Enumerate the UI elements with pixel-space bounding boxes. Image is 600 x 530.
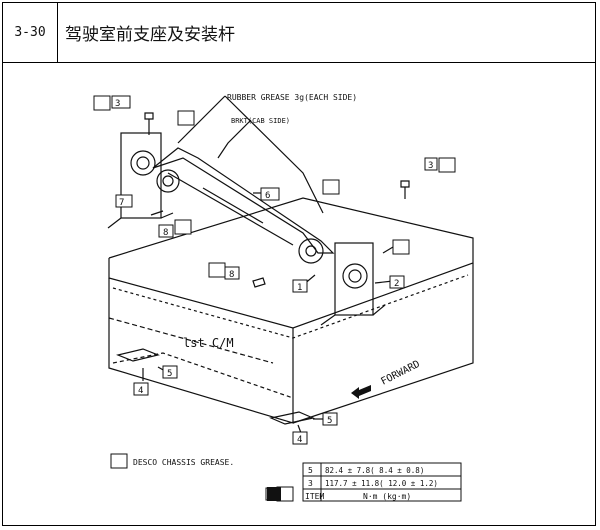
part-number-3: 3 bbox=[428, 161, 433, 171]
forward-label: FORWARD bbox=[379, 359, 422, 388]
part-number-4a: 4 bbox=[138, 386, 143, 396]
part-number-2: 2 bbox=[394, 279, 399, 289]
torque-row-2-value: 117.7 ± 11.8( 12.0 ± 1.2) bbox=[325, 479, 438, 488]
bolt-center bbox=[252, 277, 266, 288]
page-frame: 3-30 驾驶室前支座及安装杆 bbox=[2, 2, 596, 526]
torque-row-2-item: 3 bbox=[308, 479, 313, 488]
rubber-grease-callout: RUBBER GREASE 3g(EACH SIDE) bbox=[227, 93, 357, 102]
bolt-top-right bbox=[400, 180, 410, 199]
torque-row-1-value: 82.4 ± 7.8( 8.4 ± 0.8) bbox=[325, 466, 424, 475]
right-mount-bracket bbox=[334, 242, 374, 316]
cross-member-front bbox=[108, 278, 294, 424]
left-rubber-bushing bbox=[130, 150, 156, 176]
cross-member-label: lst C/M bbox=[183, 336, 234, 350]
forward-arrow bbox=[351, 385, 371, 399]
part-number-8a: 8 bbox=[229, 270, 234, 280]
right-rubber-bushing bbox=[342, 263, 368, 289]
bolt-top-left bbox=[144, 112, 154, 135]
section-title: 驾驶室前支座及安装杆 bbox=[65, 25, 235, 45]
part-number-3b: 3 bbox=[115, 99, 120, 109]
torque-table: 5 82.4 ± 7.8( 8.4 ± 0.8) 3 117.7 ± 11.8(… bbox=[267, 462, 462, 502]
torque-header: ITEM bbox=[305, 492, 324, 501]
grease-legend: DESCO CHASSIS GREASE. bbox=[133, 458, 234, 467]
section-header: 3-30 驾驶室前支座及安装杆 bbox=[3, 3, 595, 63]
torque-row-1-item: 5 bbox=[308, 466, 313, 475]
part-number-1: 1 bbox=[297, 283, 302, 293]
part-number-5a: 5 bbox=[167, 369, 172, 379]
part-number-8b: 8 bbox=[163, 228, 168, 238]
part-number-7: 7 bbox=[119, 198, 124, 208]
part-number-5b: 5 bbox=[327, 416, 332, 426]
cross-member-side bbox=[292, 263, 474, 424]
stabilizer-bar bbox=[152, 147, 335, 254]
left-mount-bracket bbox=[120, 132, 162, 219]
section-number: 3-30 bbox=[3, 3, 58, 62]
exploded-view-drawing: RUBBER GREASE 3g(EACH SIDE) BRKT(CAB SID… bbox=[93, 93, 474, 502]
lower-mount-left bbox=[116, 348, 160, 362]
part-number-4b: 4 bbox=[297, 435, 302, 445]
lower-mount-right bbox=[269, 411, 315, 425]
torque-unit: N·m (kg·m) bbox=[363, 492, 411, 501]
part-number-6: 6 bbox=[265, 191, 270, 201]
brkt-callout: BRKT(CAB SIDE) bbox=[231, 117, 290, 125]
